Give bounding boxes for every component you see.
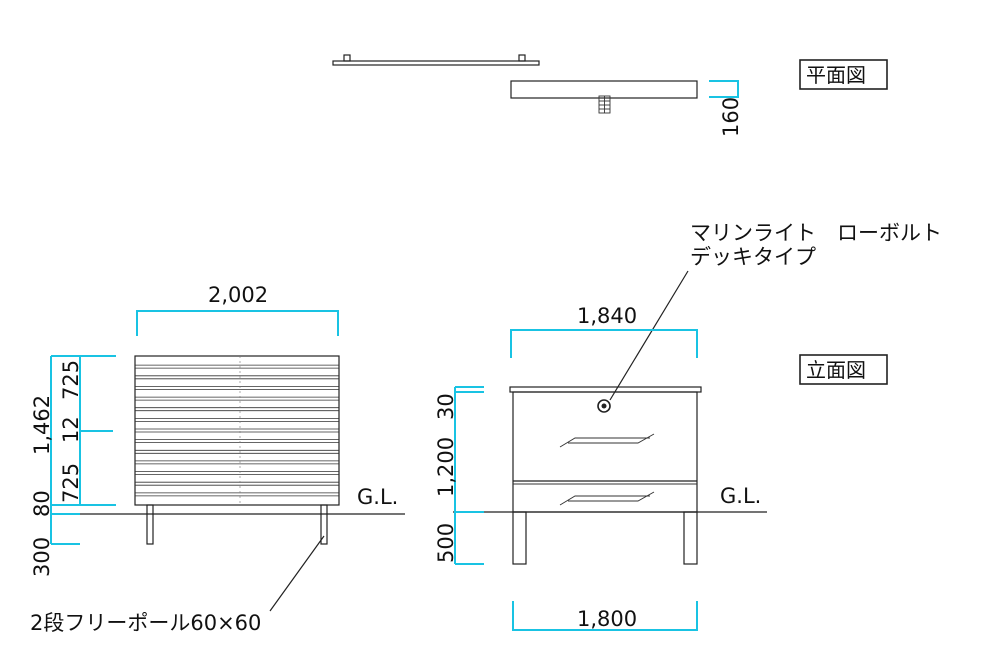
ground-label-right: G.L. [720,484,761,508]
front-post-left [512,511,527,565]
front-bottom-width-dimension [512,601,698,631]
plan-view: 160 平面図 [332,54,888,137]
slat-lines [135,364,339,497]
slide-arrow-upper [559,433,655,448]
front-post-below-value: 500 [434,523,458,563]
front-bottom-width-value: 1,800 [577,607,637,631]
pole-label: 2段フリーポール60×60 [30,611,261,635]
side-gap-value: 12 [59,416,83,443]
front-top-value: 30 [434,393,458,420]
front-height-dimension-chain [454,386,484,565]
light-label-line2: デッキタイプ [690,245,816,269]
plan-post-right [518,54,526,62]
plan-post-left [343,54,351,62]
front-height-value: 1,200 [434,437,458,497]
plan-front-box [510,80,698,99]
front-elevation: マリンライト ローボルト デッキタイプ G.L. 1,840 1,800 30 … [434,221,942,631]
side-width-value: 2,002 [208,283,268,307]
front-post-right [683,511,698,565]
side-base-value: 80 [30,490,54,517]
elevation-label-box [799,354,888,385]
ground-label-left: G.L. [357,485,398,509]
light-label-line1: マリンライト ローボルト [690,221,942,245]
slat-panel [134,355,340,506]
marine-light-plan-icon [598,95,611,114]
front-top-width-value: 1,840 [577,304,637,328]
side-upper-value: 725 [59,360,83,400]
side-height-dimension-chain [50,355,116,545]
plan-depth-dimension [709,80,739,98]
pole-leader-line [269,535,325,612]
side-post-right [320,504,328,545]
plan-side-strip [332,60,540,66]
side-post-left [146,504,154,545]
marine-light-icon [597,399,611,413]
side-total-height-value: 1,462 [30,395,54,455]
front-top-width-dimension [510,329,698,358]
side-elevation: G.L. 2,002 1,462 725 12 725 80 300 2段フリー… [30,283,405,635]
light-leader-line [609,270,689,401]
plan-label-box [799,59,888,90]
front-top-cap [509,386,702,393]
side-width-dimension [136,310,339,336]
plan-depth-value: 160 [719,97,743,137]
side-post-below-value: 300 [30,537,54,577]
side-lower-value: 725 [59,463,83,503]
slide-arrow-lower [559,491,655,506]
plan-view-label: 平面図 [806,63,866,87]
elevation-view-label: 立面図 [806,358,866,382]
